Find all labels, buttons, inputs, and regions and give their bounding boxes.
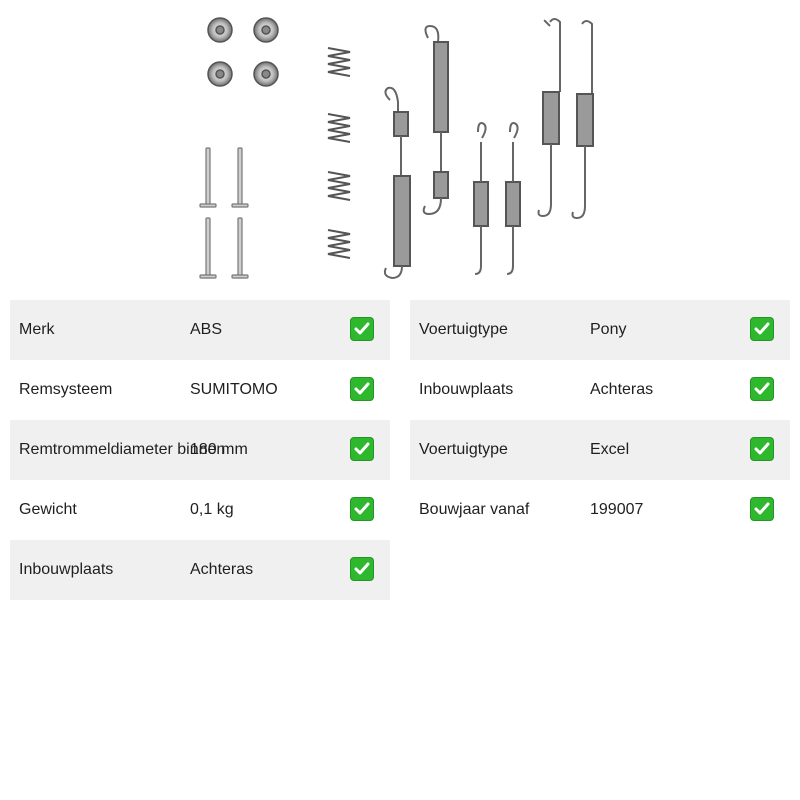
spec-label: Gewicht xyxy=(19,501,77,518)
spec-value: 180 mm xyxy=(190,441,248,458)
spec-value: Achteras xyxy=(590,381,654,398)
spec-label: Inbouwplaats xyxy=(19,561,114,578)
spec-value: 199007 xyxy=(590,501,644,518)
spec-label: Bouwjaar vanaf xyxy=(419,501,530,518)
spec-value: ABS xyxy=(190,321,223,338)
spec-table-right: Voertuigtype Pony Inbouwplaats Achteras … xyxy=(410,300,790,540)
check-mark-icon xyxy=(350,437,374,461)
spec-label: Inbouwplaats xyxy=(419,381,514,398)
spec-label: Remtrommeldiameter binnen xyxy=(19,441,226,458)
spec-row: Merk ABS xyxy=(10,300,390,360)
spec-row: Remtrommeldiameter binnen 180 mm xyxy=(10,420,390,480)
spec-label: Remsysteem xyxy=(19,381,113,398)
spec-row: Voertuigtype Pony xyxy=(410,300,790,360)
check-mark-icon xyxy=(750,377,774,401)
check-mark-icon xyxy=(350,317,374,341)
spec-label: Merk xyxy=(19,321,55,338)
return-spring-icon xyxy=(383,18,594,280)
spec-row: Inbouwplaats Achteras xyxy=(410,360,790,420)
hold-down-pin-icon xyxy=(199,147,249,279)
check-mark-icon xyxy=(750,437,774,461)
compression-spring-icon xyxy=(327,47,351,259)
brake-kit-parts-icon xyxy=(199,17,594,280)
spec-value: SUMITOMO xyxy=(190,381,278,398)
spec-table-left: Merk ABS Remsysteem SUMITOMO Remtrommeld… xyxy=(10,300,390,600)
spec-value: Excel xyxy=(590,441,630,458)
check-mark-icon xyxy=(350,497,374,521)
spec-label: Voertuigtype xyxy=(419,321,508,338)
spec-row: Bouwjaar vanaf 199007 xyxy=(410,480,790,540)
spec-value: Pony xyxy=(590,321,627,338)
check-mark-icon xyxy=(750,317,774,341)
check-mark-icon xyxy=(350,557,374,581)
spec-row: Remsysteem SUMITOMO xyxy=(10,360,390,420)
check-mark-icon xyxy=(350,377,374,401)
spec-value: Achteras xyxy=(190,561,254,578)
product-image xyxy=(190,10,610,290)
spec-value: 0,1 kg xyxy=(190,501,234,518)
spec-row: Voertuigtype Excel xyxy=(410,420,790,480)
spring-cup-icon xyxy=(207,17,279,87)
spec-label: Voertuigtype xyxy=(419,441,508,458)
spec-row: Gewicht 0,1 kg xyxy=(10,480,390,540)
check-mark-icon xyxy=(750,497,774,521)
spec-row: Inbouwplaats Achteras xyxy=(10,540,390,600)
